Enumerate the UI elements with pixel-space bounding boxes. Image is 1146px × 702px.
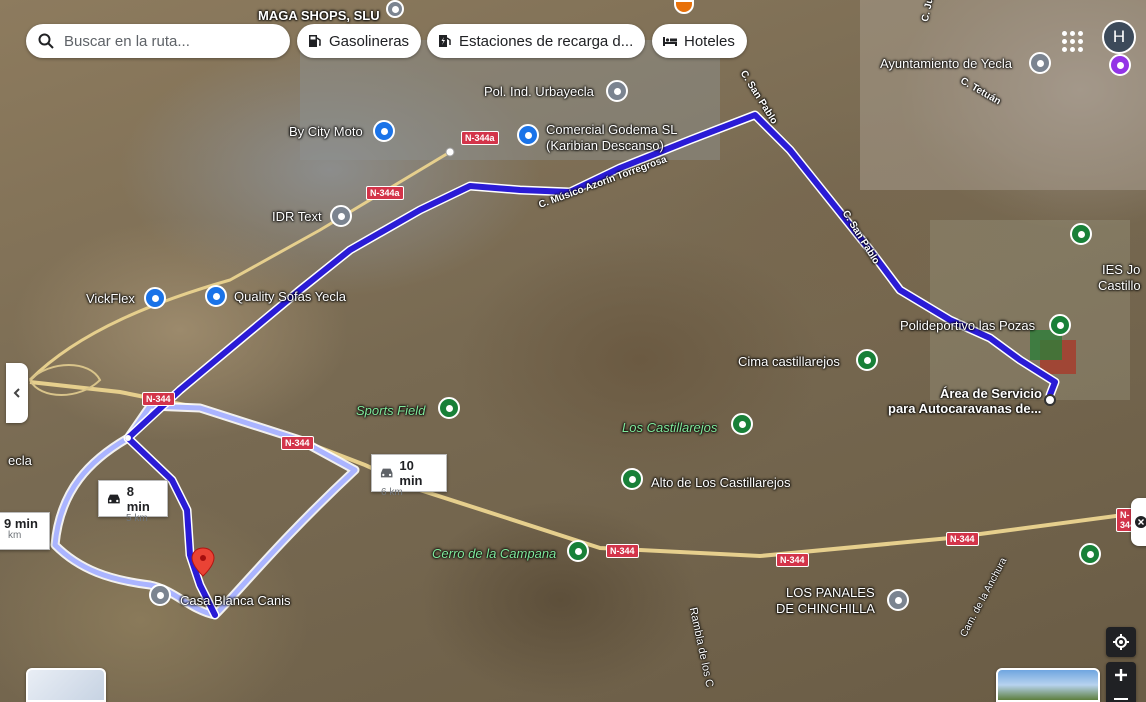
place-label[interactable]: Pol. Ind. Urbayecla — [484, 84, 594, 99]
partial-panel-tab[interactable] — [1131, 498, 1146, 546]
tree-pin-icon[interactable] — [731, 413, 753, 435]
road-shield: N-344a — [461, 131, 499, 145]
road-shield: N-344 — [946, 532, 979, 546]
search-route-box[interactable] — [26, 24, 290, 58]
car-icon — [107, 494, 120, 504]
street-view-thumbnail[interactable] — [996, 668, 1100, 702]
place-label[interactable]: para Autocaravanas de... — [888, 401, 1042, 416]
gas-station-icon — [309, 35, 321, 47]
peak-pin-icon[interactable] — [856, 349, 878, 371]
shop-pin-icon[interactable] — [205, 285, 227, 307]
road-shield: N-344a — [366, 186, 404, 200]
peak-pin-icon[interactable] — [1079, 543, 1101, 565]
apps-grid-icon[interactable] — [1058, 27, 1084, 53]
zoom-out-icon[interactable] — [1114, 698, 1128, 700]
place-pin-icon[interactable] — [330, 205, 352, 227]
place-label[interactable]: Cima castillarejos — [738, 354, 840, 369]
industrial-area — [300, 40, 720, 160]
zoom-controls[interactable] — [1106, 662, 1136, 702]
road-shield: N-344 — [142, 392, 175, 406]
peak-pin-icon[interactable] — [621, 468, 643, 490]
tree-pin-icon[interactable] — [567, 540, 589, 562]
place-label[interactable]: By City Moto — [289, 124, 363, 139]
townhall-pin-icon[interactable] — [1029, 52, 1051, 74]
destination-label[interactable]: Casa Blanca Canis — [180, 593, 291, 608]
place-label[interactable]: IDR Text — [272, 209, 322, 224]
account-avatar[interactable]: H — [1102, 20, 1136, 54]
route-distance: 6 km — [381, 487, 403, 498]
place-label[interactable]: Los Castillarejos — [622, 420, 718, 435]
search-icon — [38, 33, 54, 49]
place-label[interactable]: Polideportivo las Pozas — [900, 318, 1036, 333]
hotel-icon — [663, 37, 677, 46]
place-label[interactable]: Sports Field — [356, 403, 426, 418]
place-label[interactable]: Quality Sofas Yecla — [234, 289, 347, 304]
route-distance: km — [8, 530, 22, 541]
chip-ev-chargers[interactable]: Estaciones de recarga d... — [427, 24, 646, 58]
origin-marker[interactable] — [1044, 394, 1056, 406]
chip-gas-stations[interactable]: Gasolineras — [297, 24, 422, 58]
place-label[interactable]: Comercial Godema SL — [546, 122, 678, 137]
place-label[interactable]: VickFlex — [86, 291, 135, 306]
place-pin-icon[interactable] — [606, 80, 628, 102]
chip-label: Estaciones de recarga d... — [459, 32, 634, 50]
chip-label: Gasolineras — [329, 32, 410, 50]
shop-pin-icon[interactable] — [373, 120, 395, 142]
town-area — [860, 0, 1146, 190]
shop-pin-icon[interactable] — [144, 287, 166, 309]
location-target-icon — [1113, 634, 1129, 650]
chip-hotels[interactable]: Hoteles — [652, 24, 747, 58]
road-shield: N-344 — [776, 553, 809, 567]
route-time-main[interactable]: 8 min 5 km — [98, 480, 168, 524]
collapse-panel-button[interactable] — [6, 363, 28, 423]
route-distance: 5 km — [126, 513, 148, 524]
place-label[interactable]: DE CHINCHILLA — [776, 601, 875, 616]
route-time: 8 min — [126, 484, 150, 514]
route-waypoint — [125, 435, 131, 441]
search-input[interactable] — [62, 31, 266, 51]
ev-charger-icon — [439, 35, 451, 47]
my-location-button[interactable] — [1106, 627, 1136, 657]
place-label[interactable]: Castillo — [1098, 278, 1141, 293]
place-label[interactable]: Cerro de la Campana — [432, 546, 557, 561]
place-pin-icon[interactable] — [149, 584, 171, 606]
chip-label: Hoteles — [684, 32, 735, 50]
interchange — [29, 364, 102, 396]
destination-pin-icon[interactable] — [191, 547, 215, 577]
layers-toggle-thumbnail[interactable] — [26, 668, 106, 702]
place-label[interactable]: Área de Servicio — [940, 386, 1042, 401]
place-label[interactable]: LOS PANALES — [786, 585, 875, 600]
place-pin-icon[interactable] — [887, 589, 909, 611]
road-junction — [445, 147, 455, 157]
road-shield: N-344 — [281, 436, 314, 450]
close-icon — [1135, 516, 1146, 528]
place-label[interactable]: IES Jo — [1102, 262, 1141, 277]
food-pin-icon[interactable] — [674, 0, 694, 14]
zoom-in-icon[interactable] — [1114, 668, 1128, 682]
school-pin-icon[interactable] — [1070, 223, 1092, 245]
car-icon — [380, 468, 393, 478]
place-label[interactable]: MAGA SHOPS, SLU — [258, 8, 380, 23]
place-label[interactable]: ecla — [8, 453, 32, 468]
place-pin-icon[interactable] — [386, 0, 404, 18]
route-time-alt-1[interactable]: 10 min 6 km — [371, 454, 447, 498]
road-shield: N-344 — [606, 544, 639, 558]
route-time: 9 min — [4, 516, 38, 531]
place-label[interactable]: Alto de Los Castillarejos — [651, 475, 791, 490]
chevron-left-icon — [13, 388, 20, 398]
main-route — [125, 112, 1058, 618]
sports-pin-icon[interactable] — [438, 397, 460, 419]
route-time-alt-2[interactable]: 9 min km — [0, 512, 50, 550]
place-label[interactable]: Ayuntamiento de Yecla — [880, 56, 1013, 71]
place-label[interactable]: (Karibian Descanso) — [546, 138, 664, 153]
n344a-road — [28, 150, 451, 382]
sports-area — [930, 220, 1130, 400]
shop-pin-icon[interactable] — [517, 124, 539, 146]
sports-pin-icon[interactable] — [1049, 314, 1071, 336]
place-pin-icon[interactable] — [1109, 54, 1131, 76]
route-time: 10 min — [399, 458, 423, 488]
